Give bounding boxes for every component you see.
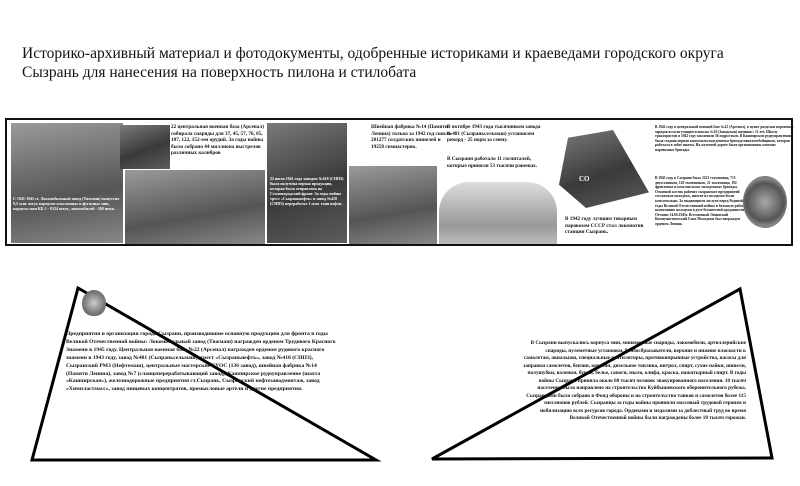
locomotive-marking: СО [579, 175, 590, 183]
left-triangle-text: Предприятия и организации города Сызрани… [66, 331, 336, 393]
photo-red-banner [120, 125, 170, 169]
photo-nurses [439, 182, 557, 244]
photo-refinery-workers [267, 123, 347, 243]
photo-sewing-factory [349, 166, 437, 244]
caption-fabrika14: Швейная фабрика №14 (Памяти Ленина) толь… [371, 124, 451, 150]
left-stylobate-triangle [30, 285, 382, 462]
caption-arsenal: 22 центральная военная база (Арсенал) со… [171, 124, 265, 157]
photo-graves-mines [11, 123, 123, 243]
caption-hospitals: В Сызрани работало 11 госпиталей, которы… [447, 156, 538, 169]
right-stylobate-triangle [431, 286, 774, 461]
pylon-banner: С 1941-1945 гг. Локомобильный завод (Тяж… [5, 118, 794, 246]
caption-zavod481: В октябре 1943 года тысячником завода №4… [447, 124, 541, 144]
page-title: Историко-архивный материал и фотодокумен… [22, 45, 724, 81]
photo-workers-shells [125, 170, 265, 244]
order-of-lenin-image [743, 176, 787, 228]
caption-youth-1945: В 1945 году в Сызрани было 2223 стаханов… [655, 176, 751, 226]
caption-locomotive: В 1942 году лучшим товарным паровозом СС… [565, 216, 644, 236]
caption-lokomobil: С 1941-1945 гг. Локомобильный завод (Тяж… [13, 196, 120, 211]
caption-zavod418: 22 июля 1941 года заводом №418 (СНПЗ) бы… [270, 176, 344, 206]
right-triangle-text: В Сызрани выпускались корпуса мин, мином… [523, 340, 746, 421]
caption-youth-1942: В 1942 году в центральной военной базе №… [655, 125, 794, 152]
emblem-icon [82, 290, 106, 316]
